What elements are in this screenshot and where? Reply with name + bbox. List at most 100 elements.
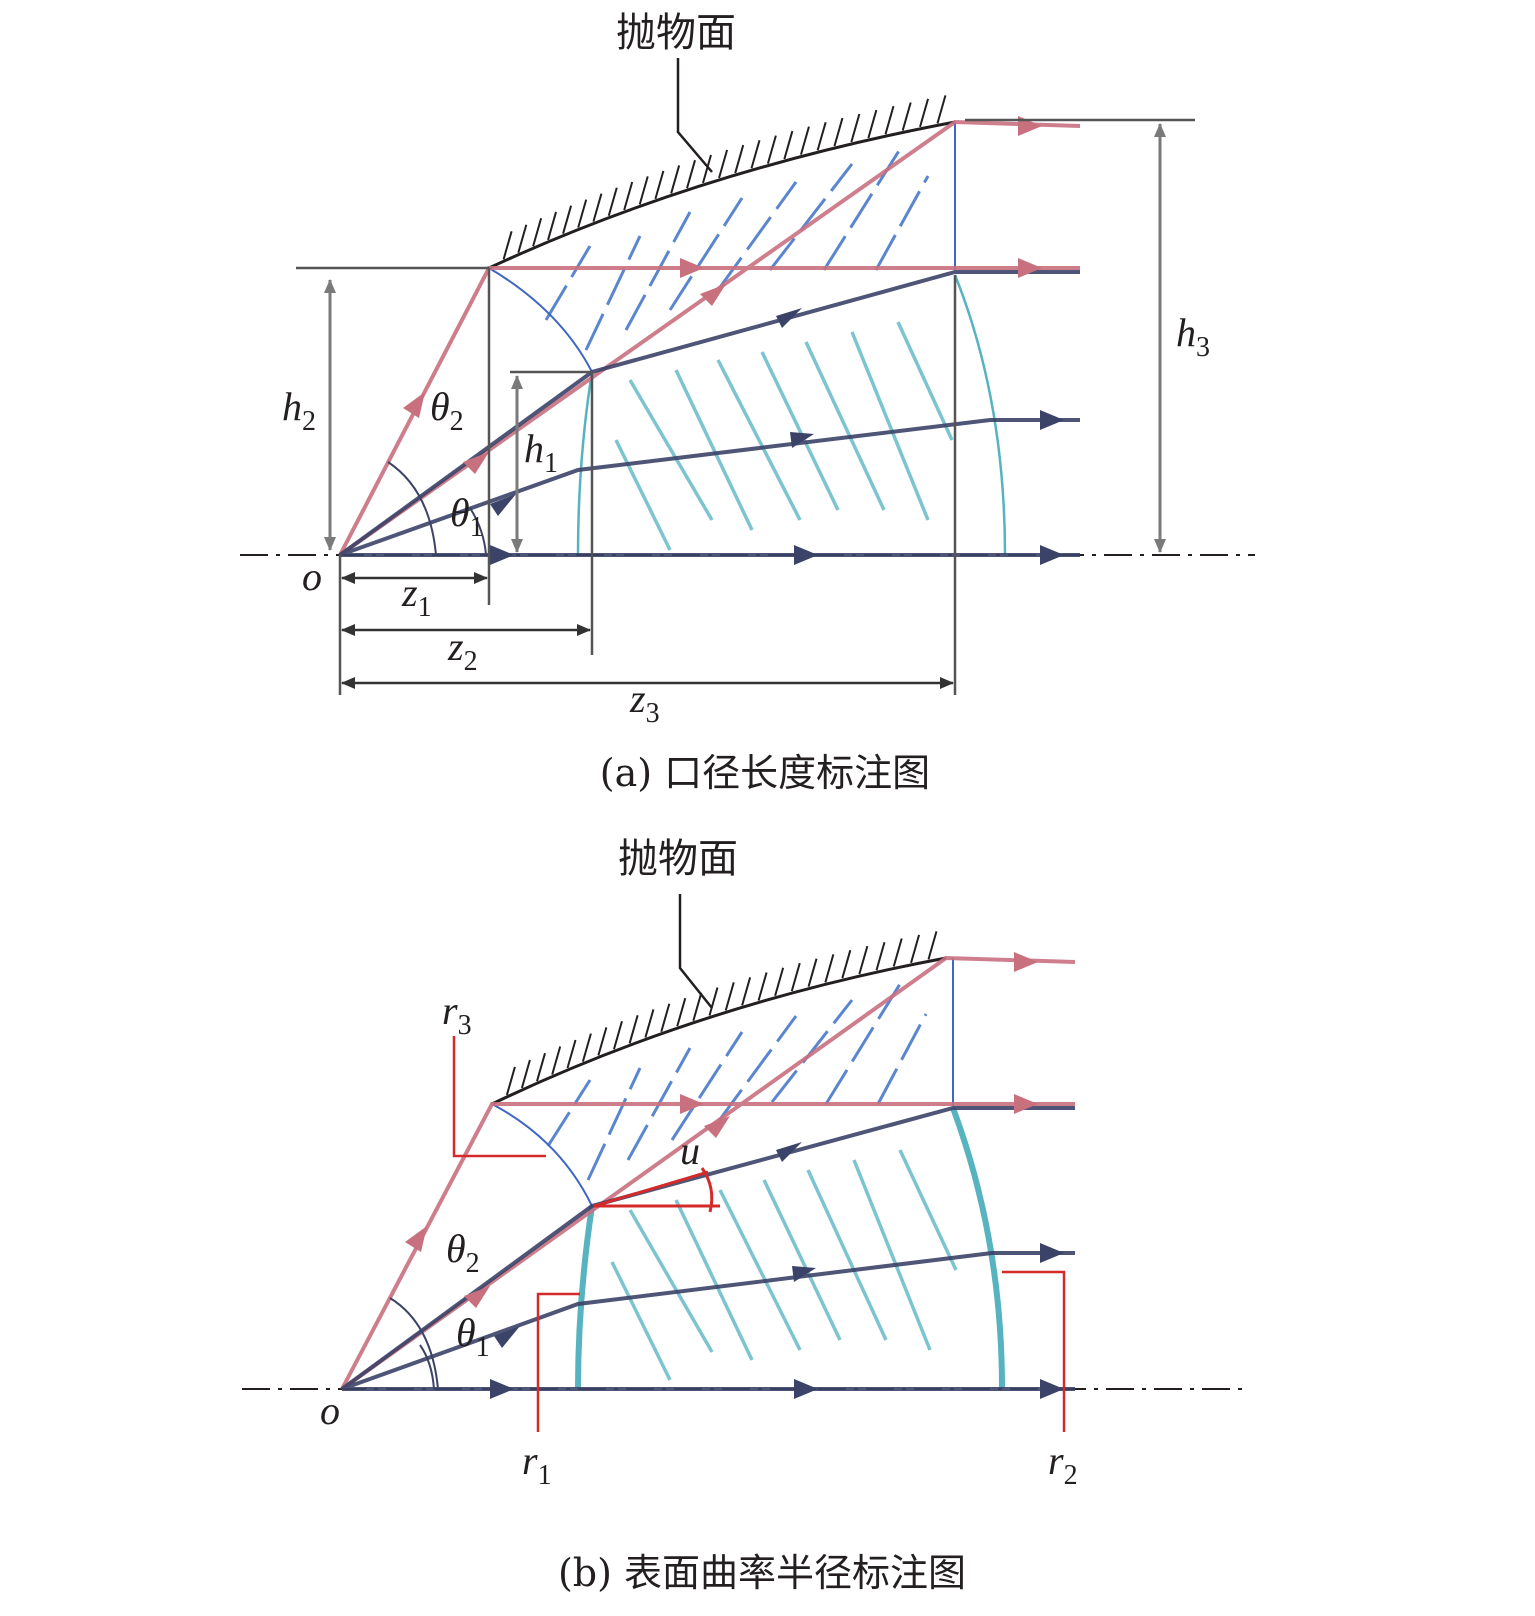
arrow-pink-b1 — [405, 1226, 427, 1252]
surface-hatch-tick — [654, 170, 665, 200]
surface-hatch-tick — [702, 154, 712, 184]
surface-hatch-tick — [884, 105, 895, 135]
angle-u — [593, 1167, 720, 1213]
leader-r3 — [452, 1036, 546, 1158]
label-r3: r3 — [442, 988, 472, 1041]
blue-surface-curve — [488, 267, 593, 373]
arrow-navy-b1 — [494, 1326, 520, 1348]
surface-hatching-b — [505, 931, 938, 1096]
blue-surface-curve-b — [491, 1103, 593, 1207]
surface-hatching — [502, 95, 947, 260]
surface-label-b: 抛物面 — [618, 836, 738, 882]
panel-a: 抛物面 o h2 h1 h3 θ2 θ1 z1 z2 z3 (a) 口径长度标注… — [240, 10, 1255, 795]
surface-hatch-tick — [816, 122, 827, 151]
surface-leader-a — [676, 58, 713, 173]
surface-hatch-tick — [824, 954, 835, 983]
label-r2: r2 — [1048, 1438, 1078, 1491]
surface-hatch-tick — [724, 982, 735, 1011]
origin-label-a: o — [302, 554, 322, 599]
arrow-pink-2 — [463, 452, 489, 474]
label-h1: h1 — [524, 426, 558, 479]
surface-hatch-tick — [718, 149, 729, 179]
surface-hatch-tick — [867, 109, 878, 139]
surface-hatch-tick — [520, 1059, 531, 1089]
surface-hatch-tick — [686, 159, 696, 189]
surface-hatch-tick — [901, 102, 912, 131]
arrow-navy-b5 — [490, 1379, 514, 1399]
surface-hatch-tick — [628, 1015, 639, 1044]
parabolic-surface-b — [491, 956, 947, 1106]
ray-arrowheads — [403, 116, 1064, 565]
lens-surface-1-b — [575, 1205, 595, 1389]
surface-hatch-tick — [919, 98, 929, 128]
lens-surface-2 — [953, 274, 1007, 556]
surface-hatch-tick — [644, 1009, 655, 1038]
surface-hatch-tick — [597, 1027, 608, 1056]
surface-hatch-tick — [892, 938, 903, 967]
arrow-pink-b2 — [464, 1286, 490, 1308]
surface-hatch-tick — [757, 972, 768, 1001]
surface-hatch-tick — [532, 217, 543, 247]
ray-arrowheads-b — [405, 952, 1064, 1399]
surface-hatch-tick — [623, 181, 634, 211]
red-leaders — [452, 1036, 1066, 1432]
dimension-arrows-z — [341, 572, 954, 689]
surface-hatch-tick — [800, 126, 810, 155]
label-theta1-b: θ1 — [456, 1310, 490, 1363]
surface-hatch-tick — [833, 117, 844, 147]
arrow-pink-b6 — [1014, 1094, 1038, 1114]
arrow-navy-5 — [490, 545, 514, 565]
label-z2: z2 — [447, 624, 478, 677]
surface-hatch-tick — [505, 1066, 516, 1096]
surface-hatch-tick — [638, 176, 649, 205]
parabolic-surface — [488, 120, 956, 270]
origin-label-b: o — [320, 1388, 340, 1433]
surface-hatch-tick — [566, 1039, 577, 1069]
surface-hatch-tick — [660, 1003, 671, 1033]
arrow-navy-3 — [790, 432, 814, 448]
arrow-navy-7 — [1040, 545, 1064, 565]
lens-surface-1 — [576, 371, 594, 556]
surface-hatch-tick — [910, 934, 921, 964]
arrow-pink-3 — [700, 284, 726, 306]
label-theta1-a: θ1 — [450, 490, 484, 543]
surface-hatch-tick — [502, 231, 513, 260]
surface-hatch-tick — [936, 95, 947, 124]
arrow-pink-b3 — [704, 1116, 730, 1138]
surface-hatch-tick — [551, 1046, 562, 1075]
angle-arc-theta2-b — [389, 1297, 439, 1390]
label-u: u — [680, 1128, 700, 1173]
dimension-arrows — [324, 123, 1166, 553]
surface-label-a: 抛物面 — [616, 10, 736, 56]
leader-r2 — [1002, 1270, 1066, 1432]
surface-hatch-tick — [708, 987, 719, 1016]
surface-hatch-tick — [850, 113, 861, 143]
surface-hatch-tick — [536, 1052, 546, 1082]
surface-hatch-tick — [517, 224, 528, 253]
surface-hatch-tick — [581, 1033, 592, 1062]
arrow-navy-b2 — [776, 1142, 802, 1162]
surface-hatch-tick — [592, 193, 603, 222]
label-theta2-a: θ2 — [430, 384, 464, 437]
surface-hatch-tick — [692, 992, 703, 1022]
surface-hatch-tick — [741, 977, 752, 1006]
surface-hatch-tick — [607, 187, 618, 217]
surface-hatch-tick — [774, 967, 785, 997]
caption-b: (b) 表面曲率半径标注图 — [558, 1551, 966, 1595]
angle-arc-theta1 — [469, 507, 487, 556]
leader-r1 — [536, 1292, 580, 1432]
surface-hatch-tick — [783, 130, 794, 160]
arrow-pink-4 — [680, 258, 704, 278]
label-h2: h2 — [282, 384, 316, 437]
angle-arc-theta1-b — [419, 1344, 435, 1390]
surface-hatch-tick — [927, 931, 938, 960]
surface-hatch-tick — [875, 941, 886, 971]
caption-a: (a) 口径长度标注图 — [600, 751, 930, 795]
surface-leader-b — [678, 894, 713, 1009]
surface-hatch-tick — [577, 199, 588, 228]
angle-arc-theta2 — [387, 461, 437, 556]
arrow-navy-b3 — [792, 1266, 816, 1282]
surface-hatch-tick — [676, 997, 687, 1027]
surface-hatch-tick — [547, 211, 558, 241]
